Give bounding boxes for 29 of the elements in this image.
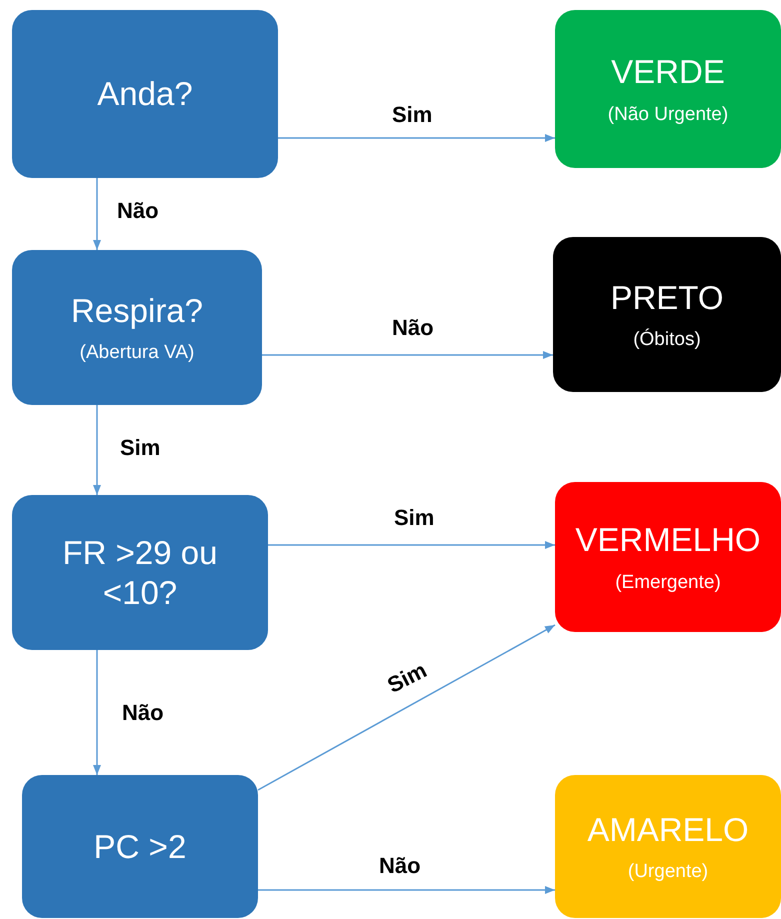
- subtitle: (Emergente): [615, 572, 721, 594]
- subtitle: (Óbitos): [633, 329, 701, 352]
- title: Anda?: [97, 74, 193, 114]
- arrow: [258, 624, 556, 791]
- title: PC >2: [94, 826, 186, 866]
- title: PRETO: [610, 278, 724, 318]
- category-box: [553, 237, 781, 392]
- category-box: [555, 775, 781, 918]
- decision-box: [12, 495, 268, 650]
- decision-box: [12, 250, 262, 405]
- title: AMARELO: [587, 810, 749, 850]
- subtitle: (Abertura VA): [80, 342, 194, 364]
- title: VERMELHO: [575, 520, 761, 560]
- arrow: [268, 541, 555, 549]
- arrow: [93, 178, 101, 250]
- arrow: [93, 650, 101, 775]
- title: FR >29 ou <10?: [61, 532, 218, 612]
- arrow: [262, 351, 553, 359]
- category-box: [555, 10, 781, 168]
- arrow: [258, 886, 555, 894]
- category-box: [555, 482, 781, 632]
- subtitle: (Urgente): [628, 861, 708, 884]
- arrow: [278, 134, 555, 142]
- decision-box: [12, 10, 278, 178]
- subtitle: (Não Urgente): [608, 104, 728, 126]
- decision-box: [22, 775, 258, 918]
- arrow: [93, 405, 101, 495]
- title: VERDE: [611, 52, 725, 92]
- title: Respira?: [70, 290, 204, 330]
